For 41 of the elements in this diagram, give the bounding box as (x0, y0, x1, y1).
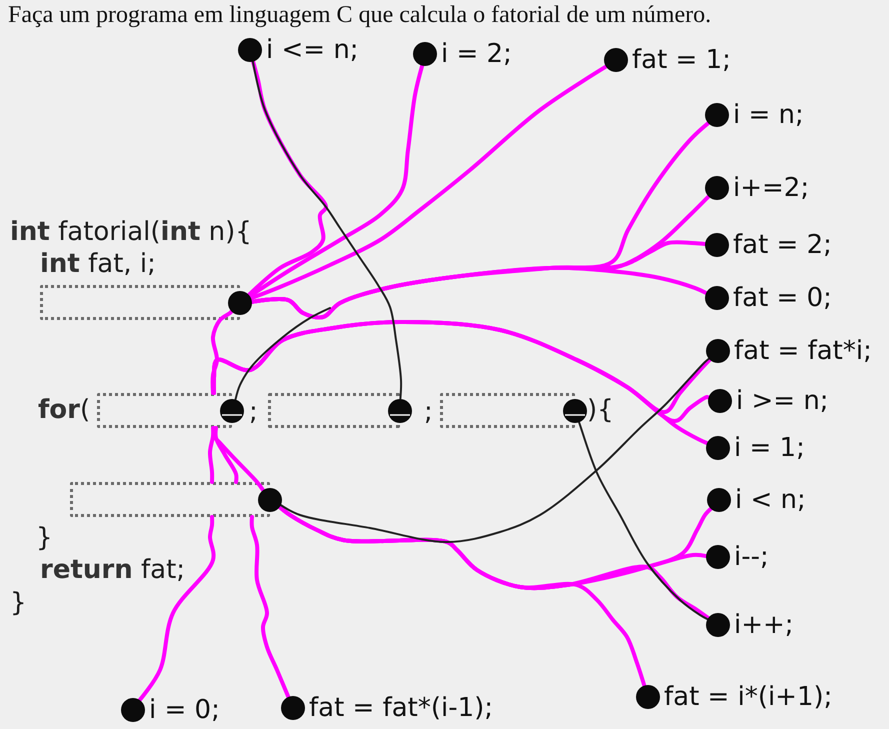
code-text: ; (249, 397, 258, 427)
code-option: i = 0; (149, 695, 220, 725)
code-option: i >= n; (736, 386, 829, 416)
code-text: ; (424, 397, 433, 427)
connector-line (208, 426, 216, 484)
code-option: fat = 2; (733, 230, 832, 260)
code-option: fat = 1; (632, 45, 731, 75)
code-option: i = n; (733, 100, 804, 130)
connector-line (250, 515, 290, 699)
connector-line (249, 64, 608, 300)
connector-line (210, 309, 234, 395)
code-option: i = 2; (441, 39, 512, 69)
code-option: i < n; (735, 485, 806, 515)
code-option: fat = fat*(i-1); (309, 693, 494, 723)
connector-line (212, 320, 710, 446)
code-option: fat = fat*i; (734, 336, 872, 366)
code-option: i = 1; (734, 433, 805, 463)
code-option: i--; (734, 542, 769, 572)
connector-line (234, 307, 331, 400)
code-option: i+=2; (733, 173, 810, 203)
code-option: fat = 0; (733, 283, 832, 313)
code-text: } (36, 523, 53, 553)
code-text: for( (38, 395, 90, 425)
code-text: return fat; (40, 555, 186, 585)
title: Faça um programa em linguagem C que calcula o fatorial de um número. (8, 1, 712, 29)
connector-line (248, 64, 424, 298)
connector-line (214, 426, 238, 484)
connector-line (138, 515, 216, 702)
code-option: i <= n; (266, 35, 359, 65)
code-text: int fat, i; (40, 249, 156, 279)
connector-line (280, 358, 710, 543)
code-text: int fatorial(int n){ (10, 217, 252, 247)
code-text: } (10, 588, 27, 618)
code-option: i++; (734, 610, 794, 640)
connector-line (578, 420, 708, 620)
connector-line (212, 426, 265, 492)
connector-line (247, 60, 328, 297)
code-option: fat = i*(i+1); (664, 682, 832, 712)
connector-line (252, 60, 402, 400)
connector-line (250, 266, 708, 320)
code-text: ){ (587, 395, 614, 425)
